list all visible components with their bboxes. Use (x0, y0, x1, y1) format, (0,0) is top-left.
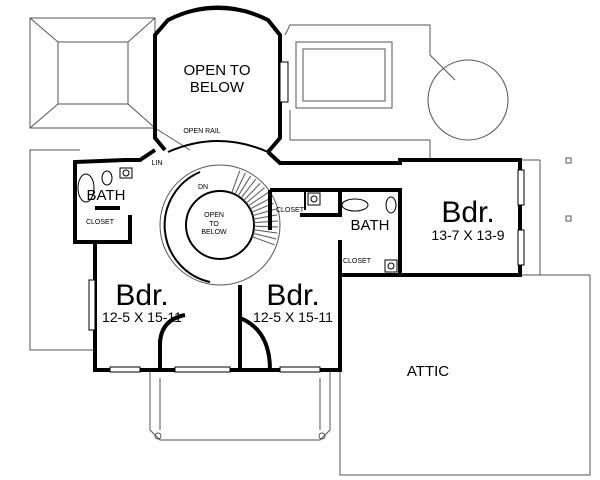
stair-open-label-3: BELOW (201, 229, 227, 236)
down-label: DN (198, 184, 208, 191)
stair-tread (253, 229, 278, 234)
windows (88, 169, 525, 373)
stair-tread (253, 214, 278, 220)
open-to-below-label-2: BELOW (190, 79, 245, 96)
bedroom-mid-size: 12-5 X 15-11 (253, 309, 333, 325)
bedroom-mid-label: Bdr. (266, 279, 319, 312)
bedroom-left-size: 12-5 X 15-11 (102, 309, 182, 325)
fixtures (77, 167, 398, 273)
open-to-below-walls (153, 5, 289, 154)
stair-tread (249, 197, 272, 210)
roof-right (284, 24, 572, 275)
linen-label: LIN (152, 160, 163, 167)
stair-tread (240, 178, 257, 199)
closet-mid-label: CLOSET (276, 207, 305, 214)
bath-right-label: BATH (351, 217, 390, 234)
bedroom-left-label: Bdr. (115, 279, 168, 312)
stair-tread (252, 232, 277, 240)
stair-tread (245, 187, 265, 204)
stair-tread (247, 192, 269, 207)
stair-tread (253, 220, 278, 224)
stair-tread (234, 172, 246, 195)
stair-tread (243, 182, 261, 201)
exterior-walls (73, 148, 522, 372)
porch (149, 370, 331, 441)
bedroom-right-label: Bdr. (441, 196, 494, 229)
attic-label: ATTIC (407, 363, 449, 380)
open-rail-label: OPEN RAIL (183, 128, 220, 135)
roof-left (29, 17, 191, 351)
stair-tread (253, 225, 278, 228)
bath-left-label: BATH (87, 187, 126, 204)
spiral-stair (159, 140, 281, 286)
closet-left-label: CLOSET (86, 219, 115, 226)
stair-open-label-2: TO (209, 221, 219, 228)
open-to-below-label-1: OPEN TO (184, 62, 251, 79)
bedroom-right-size: 13-7 X 13-9 (431, 227, 504, 243)
stair-tread (251, 236, 275, 246)
stair-tread (237, 175, 252, 197)
closet-right-label: CLOSET (343, 258, 372, 265)
stair-open-label-1: OPEN (204, 212, 224, 219)
attic-area (339, 274, 591, 476)
stair-tread (231, 170, 241, 194)
